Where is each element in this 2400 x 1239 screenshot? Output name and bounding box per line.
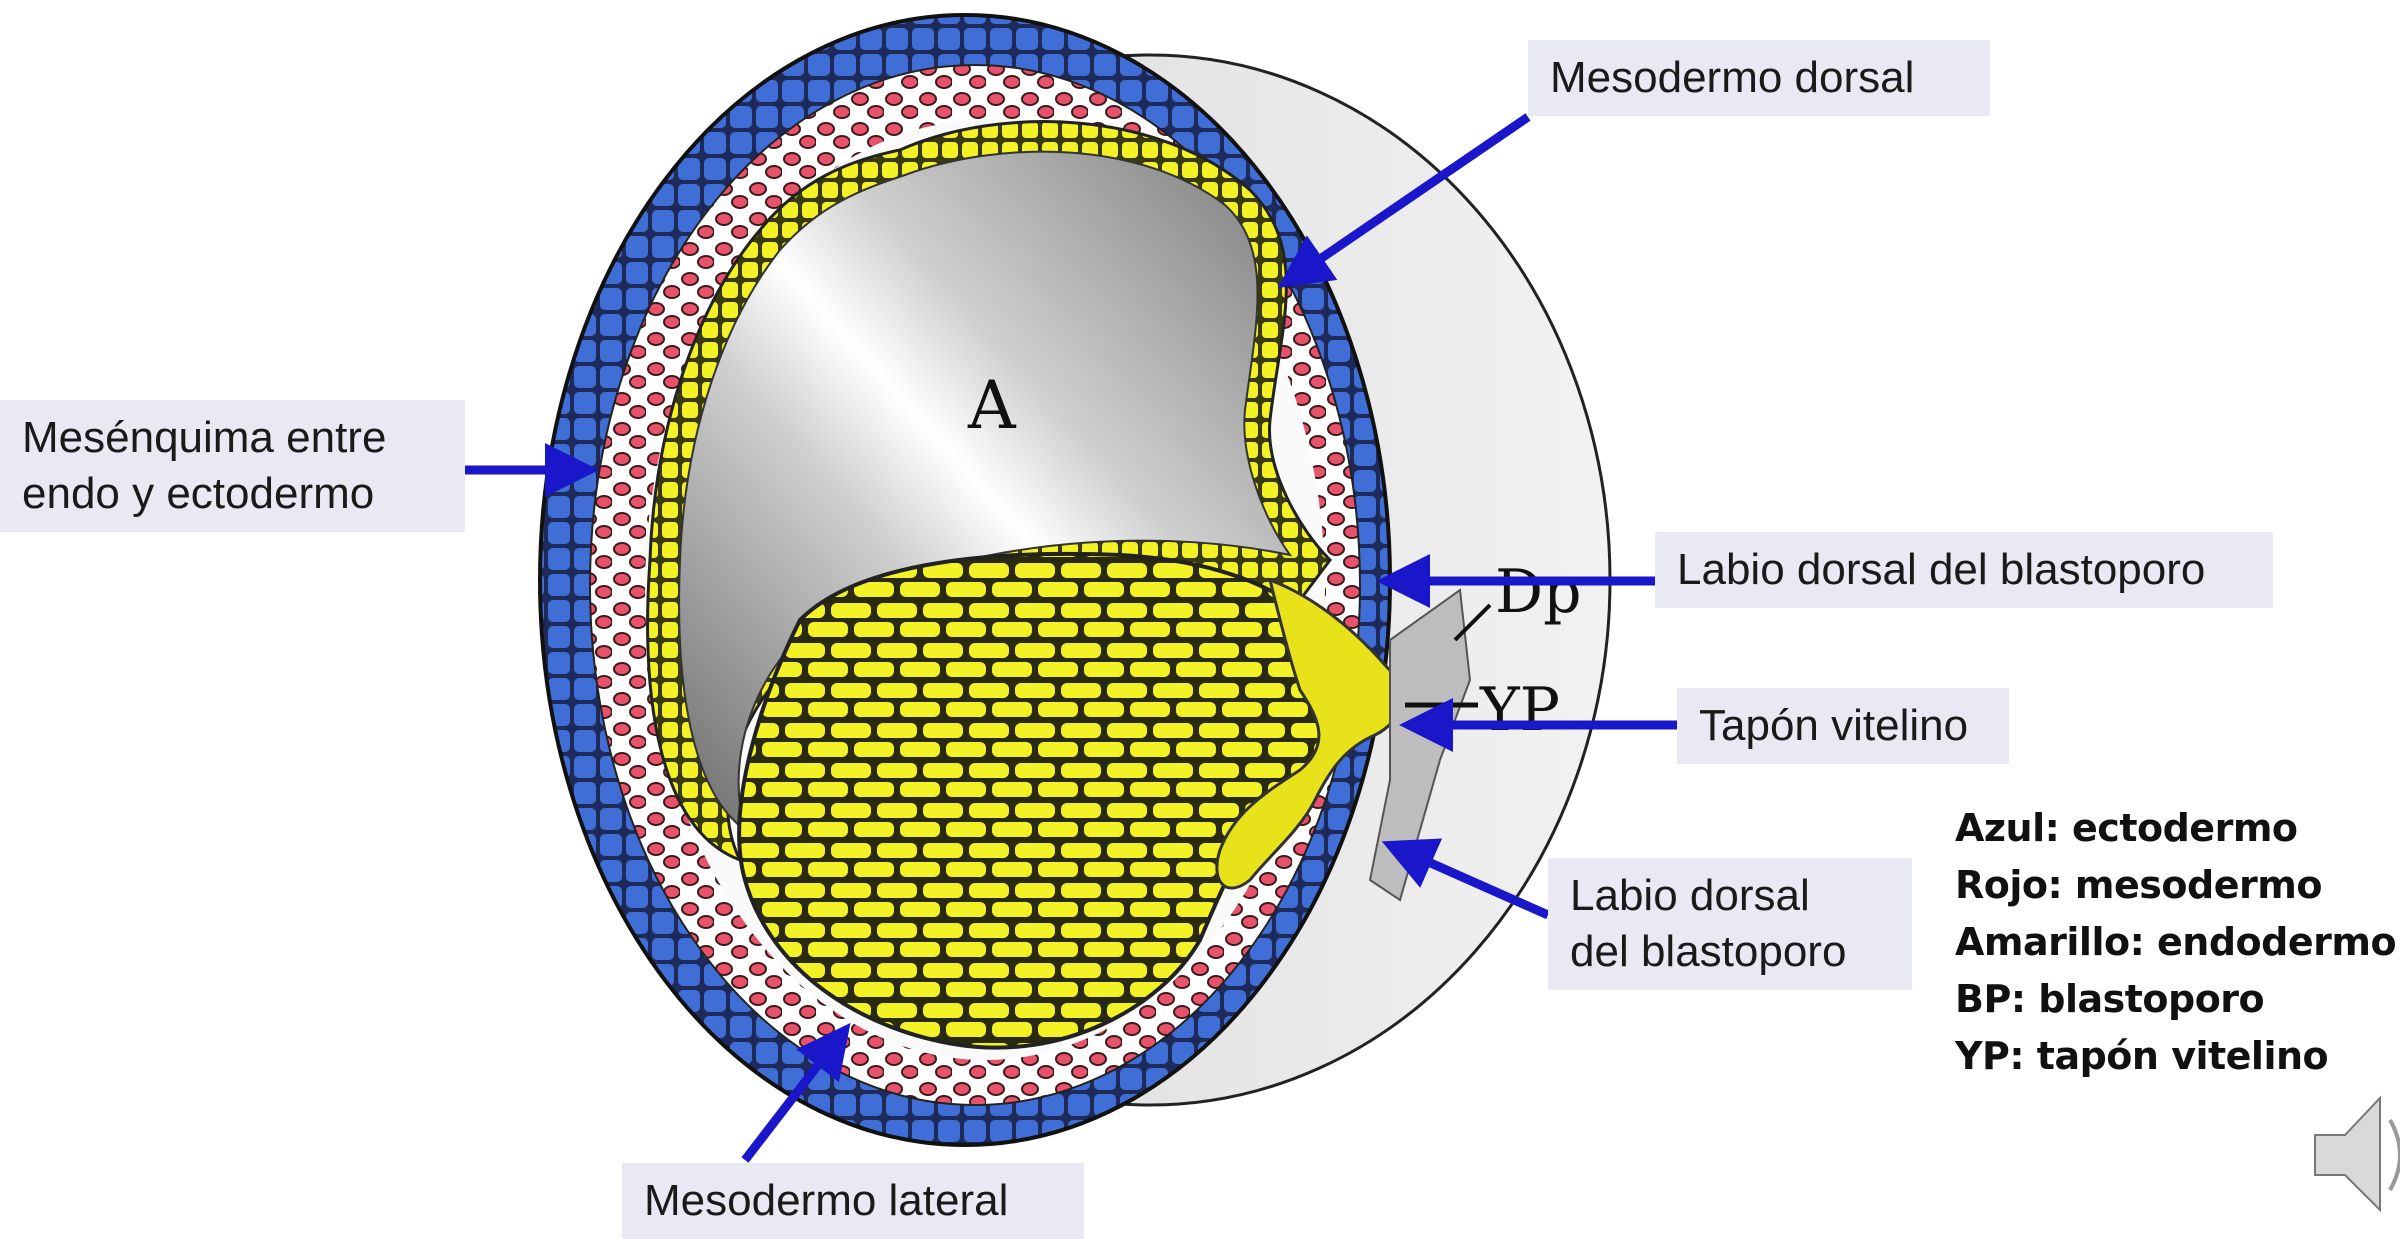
legend-item-bp: BP: blastoporo bbox=[1955, 971, 2396, 1028]
letter-archenteron: A bbox=[967, 367, 1017, 444]
color-legend: Azul: ectodermo Rojo: mesodermo Amarillo… bbox=[1955, 800, 2396, 1085]
label-labio-dorsal-2-line2: del blastoporo bbox=[1570, 924, 1890, 980]
label-mesodermo-dorsal: Mesodermo dorsal bbox=[1528, 40, 1990, 116]
legend-item-rojo: Rojo: mesodermo bbox=[1955, 857, 2396, 914]
label-labio-dorsal-1: Labio dorsal del blastoporo bbox=[1655, 532, 2273, 608]
letter-dorsal-lip: Dp bbox=[1495, 557, 1582, 627]
label-mesenquima-line1: Mesénquima entre bbox=[22, 410, 443, 466]
label-tapon-vitelino: Tapón vitelino bbox=[1677, 688, 2009, 764]
label-labio-dorsal-2-line1: Labio dorsal bbox=[1570, 868, 1890, 924]
label-mesenquima-line2: endo y ectodermo bbox=[22, 466, 443, 522]
letter-yolk-plug: YP bbox=[1479, 675, 1560, 745]
legend-item-azul: Azul: ectodermo bbox=[1955, 800, 2396, 857]
legend-item-amarillo: Amarillo: endodermo bbox=[1955, 914, 2396, 971]
label-labio-dorsal-1-text: Labio dorsal del blastoporo bbox=[1677, 542, 2251, 598]
label-mesodermo-dorsal-text: Mesodermo dorsal bbox=[1550, 50, 1968, 106]
label-labio-dorsal-2: Labio dorsal del blastoporo bbox=[1548, 858, 1912, 990]
label-mesenquima: Mesénquima entre endo y ectodermo bbox=[0, 400, 465, 532]
speaker-icon[interactable] bbox=[2315, 1098, 2400, 1210]
label-mesodermo-lateral: Mesodermo lateral bbox=[622, 1163, 1084, 1239]
label-mesodermo-lateral-text: Mesodermo lateral bbox=[644, 1173, 1062, 1229]
legend-item-yp: YP: tapón vitelino bbox=[1955, 1028, 2396, 1085]
label-tapon-vitelino-text: Tapón vitelino bbox=[1699, 698, 1987, 754]
